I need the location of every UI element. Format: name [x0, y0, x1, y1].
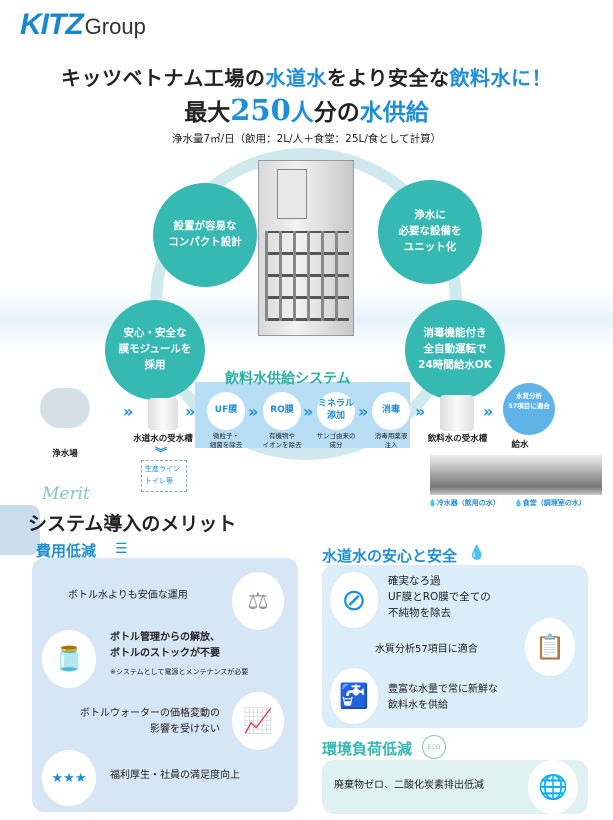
- step-mineral: ミネラル 添加: [317, 392, 355, 430]
- water-plant-icon: [40, 388, 90, 428]
- step-ro: RO膜: [263, 392, 301, 430]
- feature-bubble: 安心・安全な 膜モジュールを 採用: [105, 300, 205, 400]
- supply-label: 給水: [511, 440, 529, 450]
- coins-icon: ☰: [115, 541, 128, 557]
- headline-line2: 最大250人分の水供給: [184, 93, 429, 127]
- safety-item: 水質分析57項目に適合: [375, 644, 478, 655]
- headline-line1: キッツベトナム工場の水道水をより安全な飲料水に！: [60, 66, 552, 90]
- chevron-right-icon: »: [358, 402, 369, 421]
- cost-item: 福利厚生・社員の満足度向上: [110, 770, 240, 781]
- feature-bubble: 浄水に 必要な設備を ユニット化: [378, 180, 482, 284]
- output-label: 💧冷水器（飲用の水）: [428, 499, 500, 507]
- cost-note: ※システムとして電源とメンテナンスが必要: [110, 668, 249, 676]
- faucet-icon: [503, 383, 555, 435]
- scales-icon: ⚖: [232, 572, 284, 630]
- eco-item: 廃棄物ゼロ、二酸化炭素排出低減: [334, 780, 484, 791]
- side-use: 生産ライン: [145, 465, 180, 473]
- merit-script: Merit: [42, 484, 90, 504]
- tap-tank-label: 水道水の受水槽: [133, 434, 193, 444]
- cost-item: ボトルウォーターの価格変動の 影響を受けない: [80, 708, 220, 735]
- safety-item: 確実なろ過 UF膜とRO膜で全ての 不純物を除去: [388, 575, 491, 619]
- chevron-right-icon: »: [303, 402, 314, 421]
- side-uses-box: 生産ライントイレ等: [141, 460, 187, 492]
- step-desc: 消毒用薬液 注入: [374, 432, 408, 450]
- feature-bubble: 消毒機能付き 全自動運転で 24時間給水OK: [405, 300, 505, 400]
- step-desc: サンゴ由来の 成分: [316, 432, 356, 450]
- step-uf: UF膜: [207, 392, 245, 430]
- water-purifier-unit-image: [258, 160, 354, 336]
- chevron-right-icon: »: [248, 402, 259, 421]
- drinking-water-tank-icon: [440, 395, 474, 431]
- step-desc: 有機物や イオンを除去: [262, 432, 302, 450]
- water-drop-hand-icon: 💧: [468, 545, 486, 561]
- feature-bubble: 設置が容易な コンパクト設計: [153, 183, 257, 287]
- cost-item: ボトル管理からの解放、 ボトルのストックが不要: [110, 632, 220, 659]
- cost-heading: 費用低減: [36, 542, 97, 560]
- water-bottles-icon: 🫙: [42, 630, 96, 688]
- safety-heading: 水道水の安心と安全: [322, 547, 458, 565]
- faucet-glass-icon: 🚰: [330, 668, 378, 724]
- tap-water-tank-icon: [148, 398, 178, 430]
- chevron-right-icon: »: [123, 402, 134, 421]
- no-bacteria-icon: ⊘: [330, 572, 378, 628]
- plant-label: 浄水場: [52, 449, 78, 459]
- quality-badge: 水質分析 57項目に適合: [508, 392, 550, 410]
- safety-item: 豊富な水量で常に新鮮な 飲料水を供給: [388, 684, 498, 711]
- eco-heading: 環境負荷低減: [322, 740, 413, 758]
- clipboard-check-icon: 📋: [525, 618, 575, 676]
- kitchen-image: [430, 455, 602, 495]
- chevron-right-icon: »: [415, 402, 426, 421]
- thumbs-up-icon: [0, 505, 40, 555]
- chevron-right-icon: »: [483, 402, 494, 421]
- cost-item: ボトル水よりも安価な運用: [68, 590, 188, 601]
- step-desc: 微粒子・ 細菌を除去: [209, 432, 243, 450]
- chevron-right-icon: »: [185, 402, 196, 421]
- eco-badge-icon: ECO: [422, 735, 446, 759]
- step-disinfect: 消毒: [372, 392, 410, 430]
- merit-title: システム導入のメリット: [28, 513, 237, 535]
- subtitle: 浄水量7㎥/日（飲用：2L/人＋食堂：25L/食として計算）: [171, 133, 442, 145]
- side-use: トイレ等: [145, 476, 173, 485]
- system-title: 飲料水供給システム: [225, 371, 351, 387]
- output-label: 💧食堂（調理室の水）: [514, 499, 586, 507]
- globe-hands-icon: 🌐: [528, 760, 578, 814]
- rising-chart-icon: 📈: [232, 692, 284, 750]
- drink-tank-label: 飲料水の受水槽: [427, 434, 488, 444]
- satisfied-staff-icon: ★★★: [42, 750, 96, 806]
- chevron-down-icon: ︾: [155, 446, 167, 460]
